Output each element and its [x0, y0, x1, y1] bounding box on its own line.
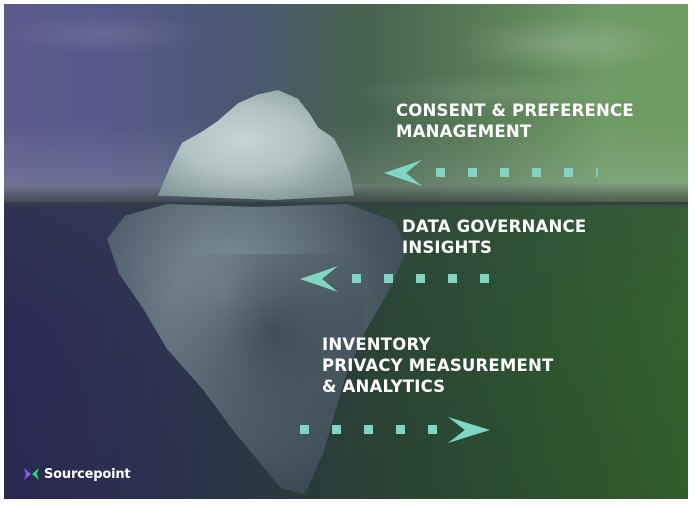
arrow-dot [428, 425, 437, 434]
label-line: MANAGEMENT [396, 122, 532, 141]
iceberg-slide: CONSENT & PREFERENCE MANAGEMENT DATA GOV… [4, 4, 688, 499]
arrow-dot [448, 274, 457, 283]
arrow-dot [384, 274, 393, 283]
label-line: & ANALYTICS [322, 377, 446, 396]
arrow-dot [364, 425, 373, 434]
sourcepoint-logo: Sourcepoint [24, 465, 131, 483]
label-line: INSIGHTS [402, 238, 493, 257]
arrow-head-left-icon [384, 160, 422, 186]
arrow-right-inventory [298, 417, 498, 443]
arrow-dot [564, 168, 573, 177]
label-inventory-privacy-measurement-analytics: INVENTORY PRIVACY MEASUREMENT & ANALYTIC… [322, 334, 553, 397]
arrow-dot-partial [596, 168, 598, 177]
arrow-head-right-icon [448, 417, 490, 443]
arrow-dot [468, 168, 477, 177]
label-line: CONSENT & PREFERENCE [396, 101, 634, 120]
label-line: DATA GOVERNANCE [402, 217, 587, 236]
arrow-dot [352, 274, 361, 283]
label-line: PRIVACY MEASUREMENT [322, 356, 554, 375]
arrow-dot [532, 168, 541, 177]
arrow-left-governance [300, 266, 500, 292]
arrow-dot [416, 274, 425, 283]
logo-text: Sourcepoint [44, 466, 131, 482]
label-consent-preference-management: CONSENT & PREFERENCE MANAGEMENT [396, 100, 634, 142]
arrow-dot [300, 425, 309, 434]
arrow-dot [500, 168, 509, 177]
arrow-dot [332, 425, 341, 434]
label-line: INVENTORY [322, 335, 431, 354]
arrow-left-consent [384, 160, 604, 186]
arrow-dot [480, 274, 489, 283]
arrow-head-left-icon [300, 266, 338, 292]
arrow-dot [396, 425, 405, 434]
arrow-dot [436, 168, 445, 177]
label-data-governance-insights: DATA GOVERNANCE INSIGHTS [402, 216, 586, 258]
sourcepoint-chevrons-icon [24, 467, 41, 481]
